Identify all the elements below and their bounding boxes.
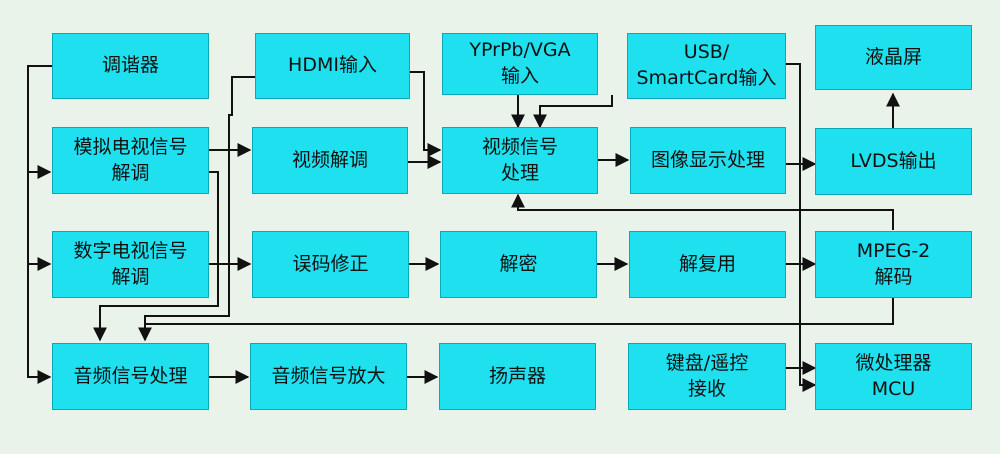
wire-tuner-to-analog <box>27 65 52 179</box>
block-audio-signal-processing: 音频信号处理 <box>52 343 209 410</box>
block-ypbpr-vga-input: YPrPb/VGA 输入 <box>442 33 598 95</box>
block-hdmi-input: HDMI输入 <box>255 33 410 99</box>
wire-tuner-to-digital <box>27 172 52 271</box>
block-speaker: 扬声器 <box>439 343 596 410</box>
block-mpeg2-decode: MPEG-2 解码 <box>815 231 972 298</box>
wire-bypass-to-audio <box>27 264 52 384</box>
wire-hdmi-to-video <box>410 71 442 157</box>
block-usb-smartcard-input: USB/ SmartCard输入 <box>627 33 786 99</box>
block-video-signal-processing: 视频信号 处理 <box>442 127 598 194</box>
wire-mpeg2-to-audio <box>145 298 894 325</box>
block-audio-amplifier: 音频信号放大 <box>250 343 407 410</box>
block-analog-tv-demod: 模拟电视信号 解调 <box>52 127 209 194</box>
wire-usb-to-video <box>533 95 613 129</box>
block-keyboard-remote-receive: 键盘/遥控 接收 <box>628 343 786 410</box>
block-lcd-screen: 液晶屏 <box>815 25 972 90</box>
block-digital-tv-demod: 数字电视信号 解调 <box>52 231 209 298</box>
block-demultiplex: 解复用 <box>629 231 786 298</box>
wire-mpeg2-to-video <box>511 193 894 230</box>
wire-analog-to-audio <box>93 171 219 342</box>
block-decryption: 解密 <box>440 231 597 298</box>
block-tuner: 调谐器 <box>52 33 209 99</box>
wire-hdmi-to-audio <box>138 76 255 342</box>
block-video-demod: 视频解调 <box>252 127 408 194</box>
wire-usb-to-mcu <box>786 63 817 392</box>
block-error-correction: 误码修正 <box>252 231 409 298</box>
block-image-display-processing: 图像显示处理 <box>630 127 786 194</box>
block-microprocessor-mcu: 微处理器 MCU <box>815 343 972 410</box>
block-lvds-output: LVDS输出 <box>815 128 972 195</box>
